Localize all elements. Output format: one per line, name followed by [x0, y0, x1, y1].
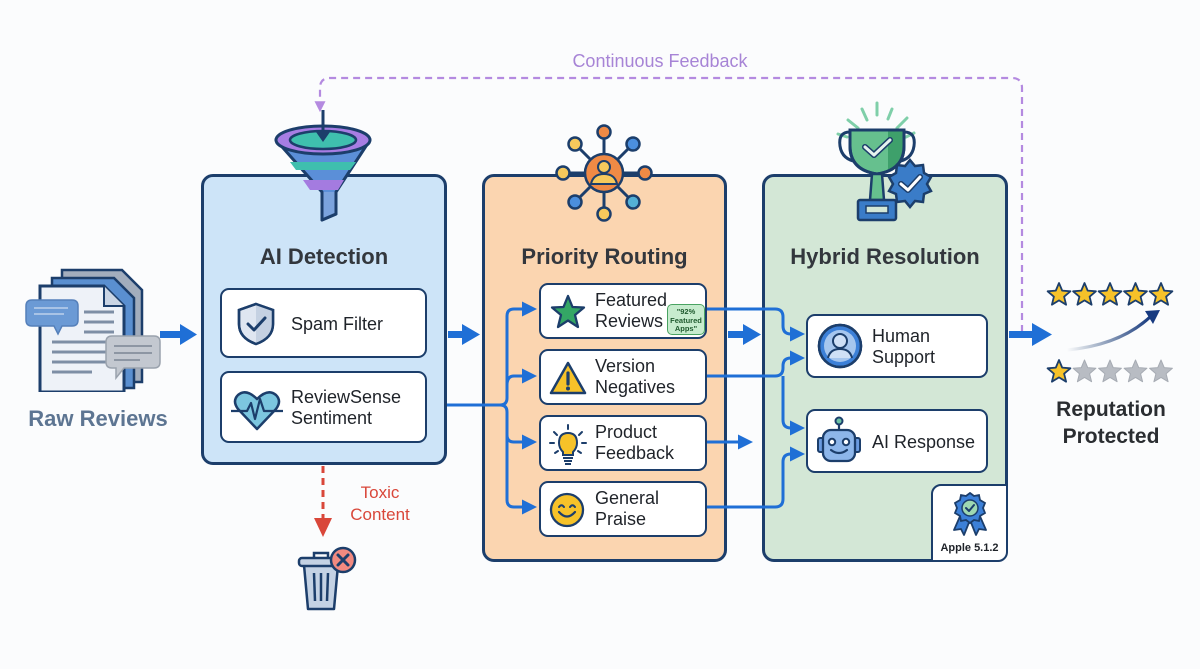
star-filled-icon	[1046, 282, 1072, 306]
lightbulb-icon	[549, 424, 587, 465]
user-avatar-icon	[817, 323, 863, 369]
documents-with-chat-icon	[25, 268, 161, 392]
stage-title: Hybrid Resolution	[790, 244, 980, 269]
apple-guideline-badge: Apple 5.1.2	[931, 484, 1008, 562]
card-ai-response[interactable]: AI Response	[806, 409, 988, 473]
stage-title: Priority Routing	[521, 244, 688, 269]
card-label: ReviewSense Sentiment	[291, 387, 401, 429]
robot-icon	[817, 416, 861, 463]
card-label-line: Sentiment	[291, 408, 373, 428]
card-label: General Praise	[595, 488, 659, 530]
card-label: AI Response	[872, 432, 976, 452]
stage-title: AI Detection	[259, 244, 389, 269]
rating-after-stars	[1046, 282, 1174, 306]
card-label-line: ReviewSense	[291, 387, 402, 407]
star-filled-icon	[1123, 282, 1148, 306]
card-label: Spam Filter	[291, 314, 384, 334]
card-label: Human Support	[872, 326, 935, 368]
card-reviewsense-sentiment[interactable]: ReviewSense Sentiment	[220, 371, 427, 443]
card-label-line: Reviews	[595, 311, 664, 331]
star-filled-icon	[1097, 282, 1123, 306]
continuous-feedback-label: Continuous Feedback	[572, 51, 748, 71]
card-human-support[interactable]: Human Support	[806, 314, 988, 378]
smiley-icon	[549, 492, 585, 528]
star-filled-icon	[1148, 282, 1174, 306]
toxic-label-line: Content	[350, 505, 410, 524]
award-ribbon-icon	[953, 492, 987, 536]
card-label-line: Negatives	[595, 377, 676, 397]
star-empty-icon	[1072, 359, 1097, 383]
output-label-line: Reputation	[1056, 398, 1166, 421]
card-version-negatives[interactable]: Version Negatives	[539, 349, 707, 405]
trash-icon	[297, 546, 357, 611]
card-label: Version Negatives	[595, 356, 675, 398]
toxic-label-line: Toxic	[360, 483, 400, 502]
arrow-raw-to-detect	[160, 324, 197, 345]
card-label-line: Feedback	[595, 443, 675, 463]
badge-line: "92%	[676, 307, 696, 316]
card-label-line: Support	[872, 347, 936, 367]
card-label-line: Product	[595, 422, 658, 442]
apple-guideline-label: Apple 5.1.2	[940, 542, 999, 554]
star-empty-icon	[1123, 359, 1148, 383]
rating-improve-arrow	[1066, 315, 1152, 352]
card-spam-filter[interactable]: Spam Filter	[220, 288, 427, 358]
trophy-check-icon	[836, 101, 933, 222]
arrow-detect-to-route	[448, 324, 480, 345]
badge-line: Apps"	[674, 324, 698, 333]
star-filled-icon	[1046, 359, 1072, 383]
output-label-line: Protected	[1062, 425, 1160, 448]
shield-check-icon	[237, 302, 275, 346]
star-filled-icon	[1072, 282, 1097, 306]
badge-line: Featured	[670, 315, 702, 325]
card-label-line: General	[595, 488, 660, 508]
arrow-resolve-to-output	[1009, 323, 1052, 346]
warning-icon	[549, 361, 587, 395]
featured-apps-badge: "92% Featured Apps"	[667, 304, 705, 335]
toxic-reject-arrow	[314, 466, 332, 537]
heart-pulse-icon	[231, 391, 283, 431]
network-hub-icon	[555, 124, 653, 222]
star-icon	[550, 294, 586, 329]
card-label-line: Version	[595, 356, 656, 376]
funnel-icon	[274, 110, 372, 222]
raw-reviews-label: Raw Reviews	[28, 406, 168, 431]
card-product-feedback[interactable]: Product Feedback	[539, 415, 707, 471]
card-label: Product Feedback	[595, 422, 674, 464]
rating-before-stars	[1046, 359, 1173, 383]
card-label-line: Human	[872, 326, 931, 346]
card-label-line: Praise	[595, 509, 647, 529]
star-empty-icon	[1149, 359, 1173, 383]
close-icon	[329, 546, 357, 574]
card-general-praise[interactable]: General Praise	[539, 481, 707, 537]
toxic-content-label: Toxic Content	[335, 482, 425, 526]
arrow-route-to-resolve	[728, 324, 761, 345]
card-label: Featured Reviews	[595, 290, 667, 332]
reputation-protected-label: Reputation Protected	[1030, 396, 1192, 450]
card-label-line: Featured	[595, 290, 668, 310]
star-empty-icon	[1098, 359, 1122, 383]
